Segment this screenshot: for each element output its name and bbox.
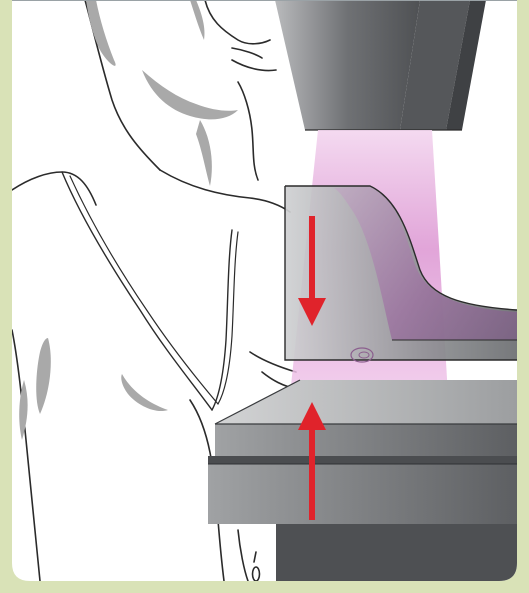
xray-tube-housing: [275, 0, 486, 130]
